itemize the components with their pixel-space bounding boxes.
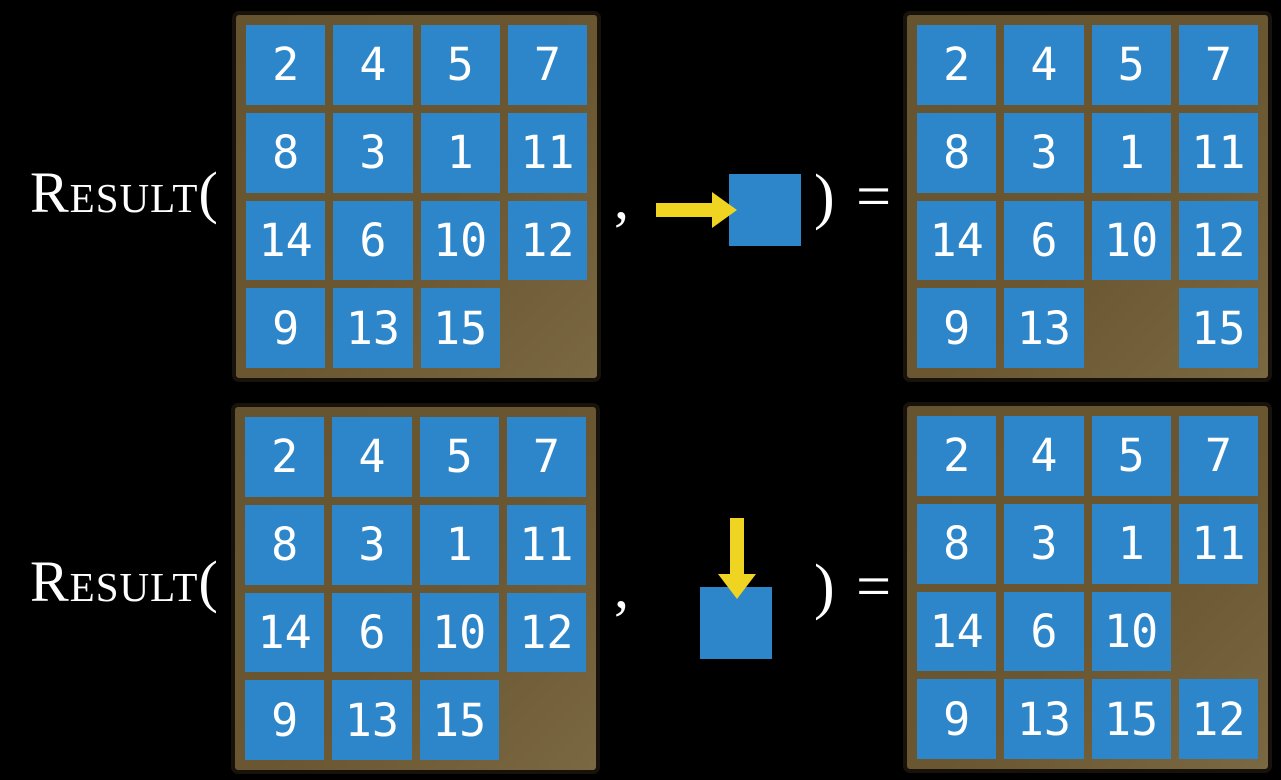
tile-14: 14 — [917, 200, 997, 281]
comma-separator: , — [614, 165, 629, 231]
tile-8: 8 — [246, 112, 326, 193]
tile-3: 3 — [1004, 503, 1084, 584]
action-tile-square — [729, 174, 801, 246]
blank-cell — [507, 680, 586, 760]
tile-1: 1 — [419, 504, 499, 585]
tile-4: 4 — [1004, 25, 1084, 105]
tile-13: 13 — [332, 680, 412, 760]
tile-8: 8 — [245, 504, 325, 585]
blank-cell — [1092, 288, 1171, 368]
tile-11: 11 — [1178, 503, 1258, 584]
tile-9: 9 — [917, 679, 997, 759]
tile-10: 10 — [419, 592, 499, 673]
tile-3: 3 — [1004, 112, 1084, 193]
right-arrow-icon — [656, 192, 737, 228]
tile-13: 13 — [1004, 679, 1084, 759]
tile-13: 13 — [1004, 288, 1084, 368]
tile-4: 4 — [333, 25, 413, 105]
comma-separator: , — [614, 554, 629, 620]
tile-9: 9 — [245, 680, 325, 760]
tile-3: 3 — [333, 112, 413, 193]
tile-12: 12 — [506, 592, 586, 673]
blank-cell — [1179, 592, 1258, 672]
tile-6: 6 — [1004, 591, 1084, 672]
tile-11: 11 — [507, 112, 587, 193]
tile-8: 8 — [917, 503, 997, 584]
tile-14: 14 — [917, 591, 997, 672]
tile-11: 11 — [506, 504, 586, 585]
tile-7: 7 — [506, 417, 586, 497]
tile-10: 10 — [1091, 200, 1171, 281]
tile-10: 10 — [420, 200, 500, 281]
result-function-label: Result( — [30, 549, 219, 614]
tile-10: 10 — [1091, 591, 1171, 672]
result-function-label: Result( — [30, 160, 219, 225]
tile-1: 1 — [420, 112, 500, 193]
tile-2: 2 — [246, 25, 326, 105]
tile-1: 1 — [1091, 112, 1171, 193]
tile-7: 7 — [1178, 416, 1258, 496]
tile-15: 15 — [419, 680, 499, 760]
tile-5: 5 — [420, 25, 500, 105]
tile-6: 6 — [1004, 200, 1084, 281]
tile-1: 1 — [1091, 503, 1171, 584]
tile-12: 12 — [1178, 679, 1258, 759]
tile-4: 4 — [332, 417, 412, 497]
tile-13: 13 — [333, 288, 413, 368]
close-paren-equals: ) = — [814, 163, 892, 231]
tile-6: 6 — [332, 592, 412, 673]
blank-cell — [508, 288, 587, 368]
tile-7: 7 — [1178, 25, 1258, 105]
tile-5: 5 — [1091, 416, 1171, 496]
action-tile-square — [700, 587, 772, 659]
tile-2: 2 — [917, 416, 997, 496]
tile-2: 2 — [245, 417, 325, 497]
tile-3: 3 — [332, 504, 412, 585]
tile-8: 8 — [917, 112, 997, 193]
down-arrow-icon — [718, 518, 756, 599]
tile-5: 5 — [1091, 25, 1171, 105]
tile-14: 14 — [245, 592, 325, 673]
tile-9: 9 — [246, 288, 326, 368]
tile-15: 15 — [420, 288, 500, 368]
tile-7: 7 — [507, 25, 587, 105]
tile-4: 4 — [1004, 416, 1084, 496]
tile-14: 14 — [246, 200, 326, 281]
tile-6: 6 — [333, 200, 413, 281]
close-paren-equals: ) = — [814, 553, 892, 621]
tile-15: 15 — [1091, 679, 1171, 759]
tile-9: 9 — [917, 288, 997, 368]
tile-15: 15 — [1178, 288, 1258, 368]
tile-12: 12 — [507, 200, 587, 281]
tile-12: 12 — [1178, 200, 1258, 281]
tile-11: 11 — [1178, 112, 1258, 193]
tile-2: 2 — [917, 25, 997, 105]
tile-5: 5 — [419, 417, 499, 497]
